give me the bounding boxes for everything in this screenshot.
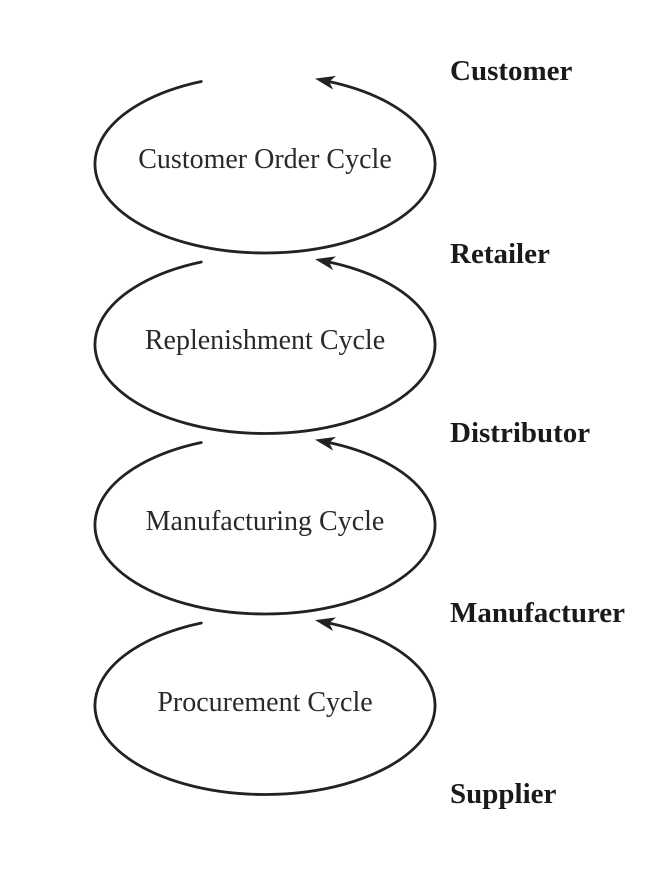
cycle-label-procurement: Procurement Cycle xyxy=(157,687,373,718)
stage-label-manufacturer: Manufacturer xyxy=(450,597,626,629)
stage-label-customer: Customer xyxy=(450,55,573,87)
stage-label-distributor: Distributor xyxy=(450,417,591,449)
procurement-cycle-loop-arrow xyxy=(93,617,437,796)
stage-label-retailer: Retailer xyxy=(450,238,550,270)
cycle-label-manufacturing: Manufacturing Cycle xyxy=(145,506,385,537)
customer-order-cycle-loop-arrow xyxy=(93,75,437,255)
cycle-label-customer-order: Customer Order Cycle xyxy=(138,144,392,175)
replenishment-cycle-loop-arrow xyxy=(93,256,437,435)
stage-label-supplier: Supplier xyxy=(450,778,557,810)
cycle-label-replenishment: Replenishment Cycle xyxy=(144,325,386,356)
manufacturing-cycle-loop-arrow xyxy=(93,436,437,616)
